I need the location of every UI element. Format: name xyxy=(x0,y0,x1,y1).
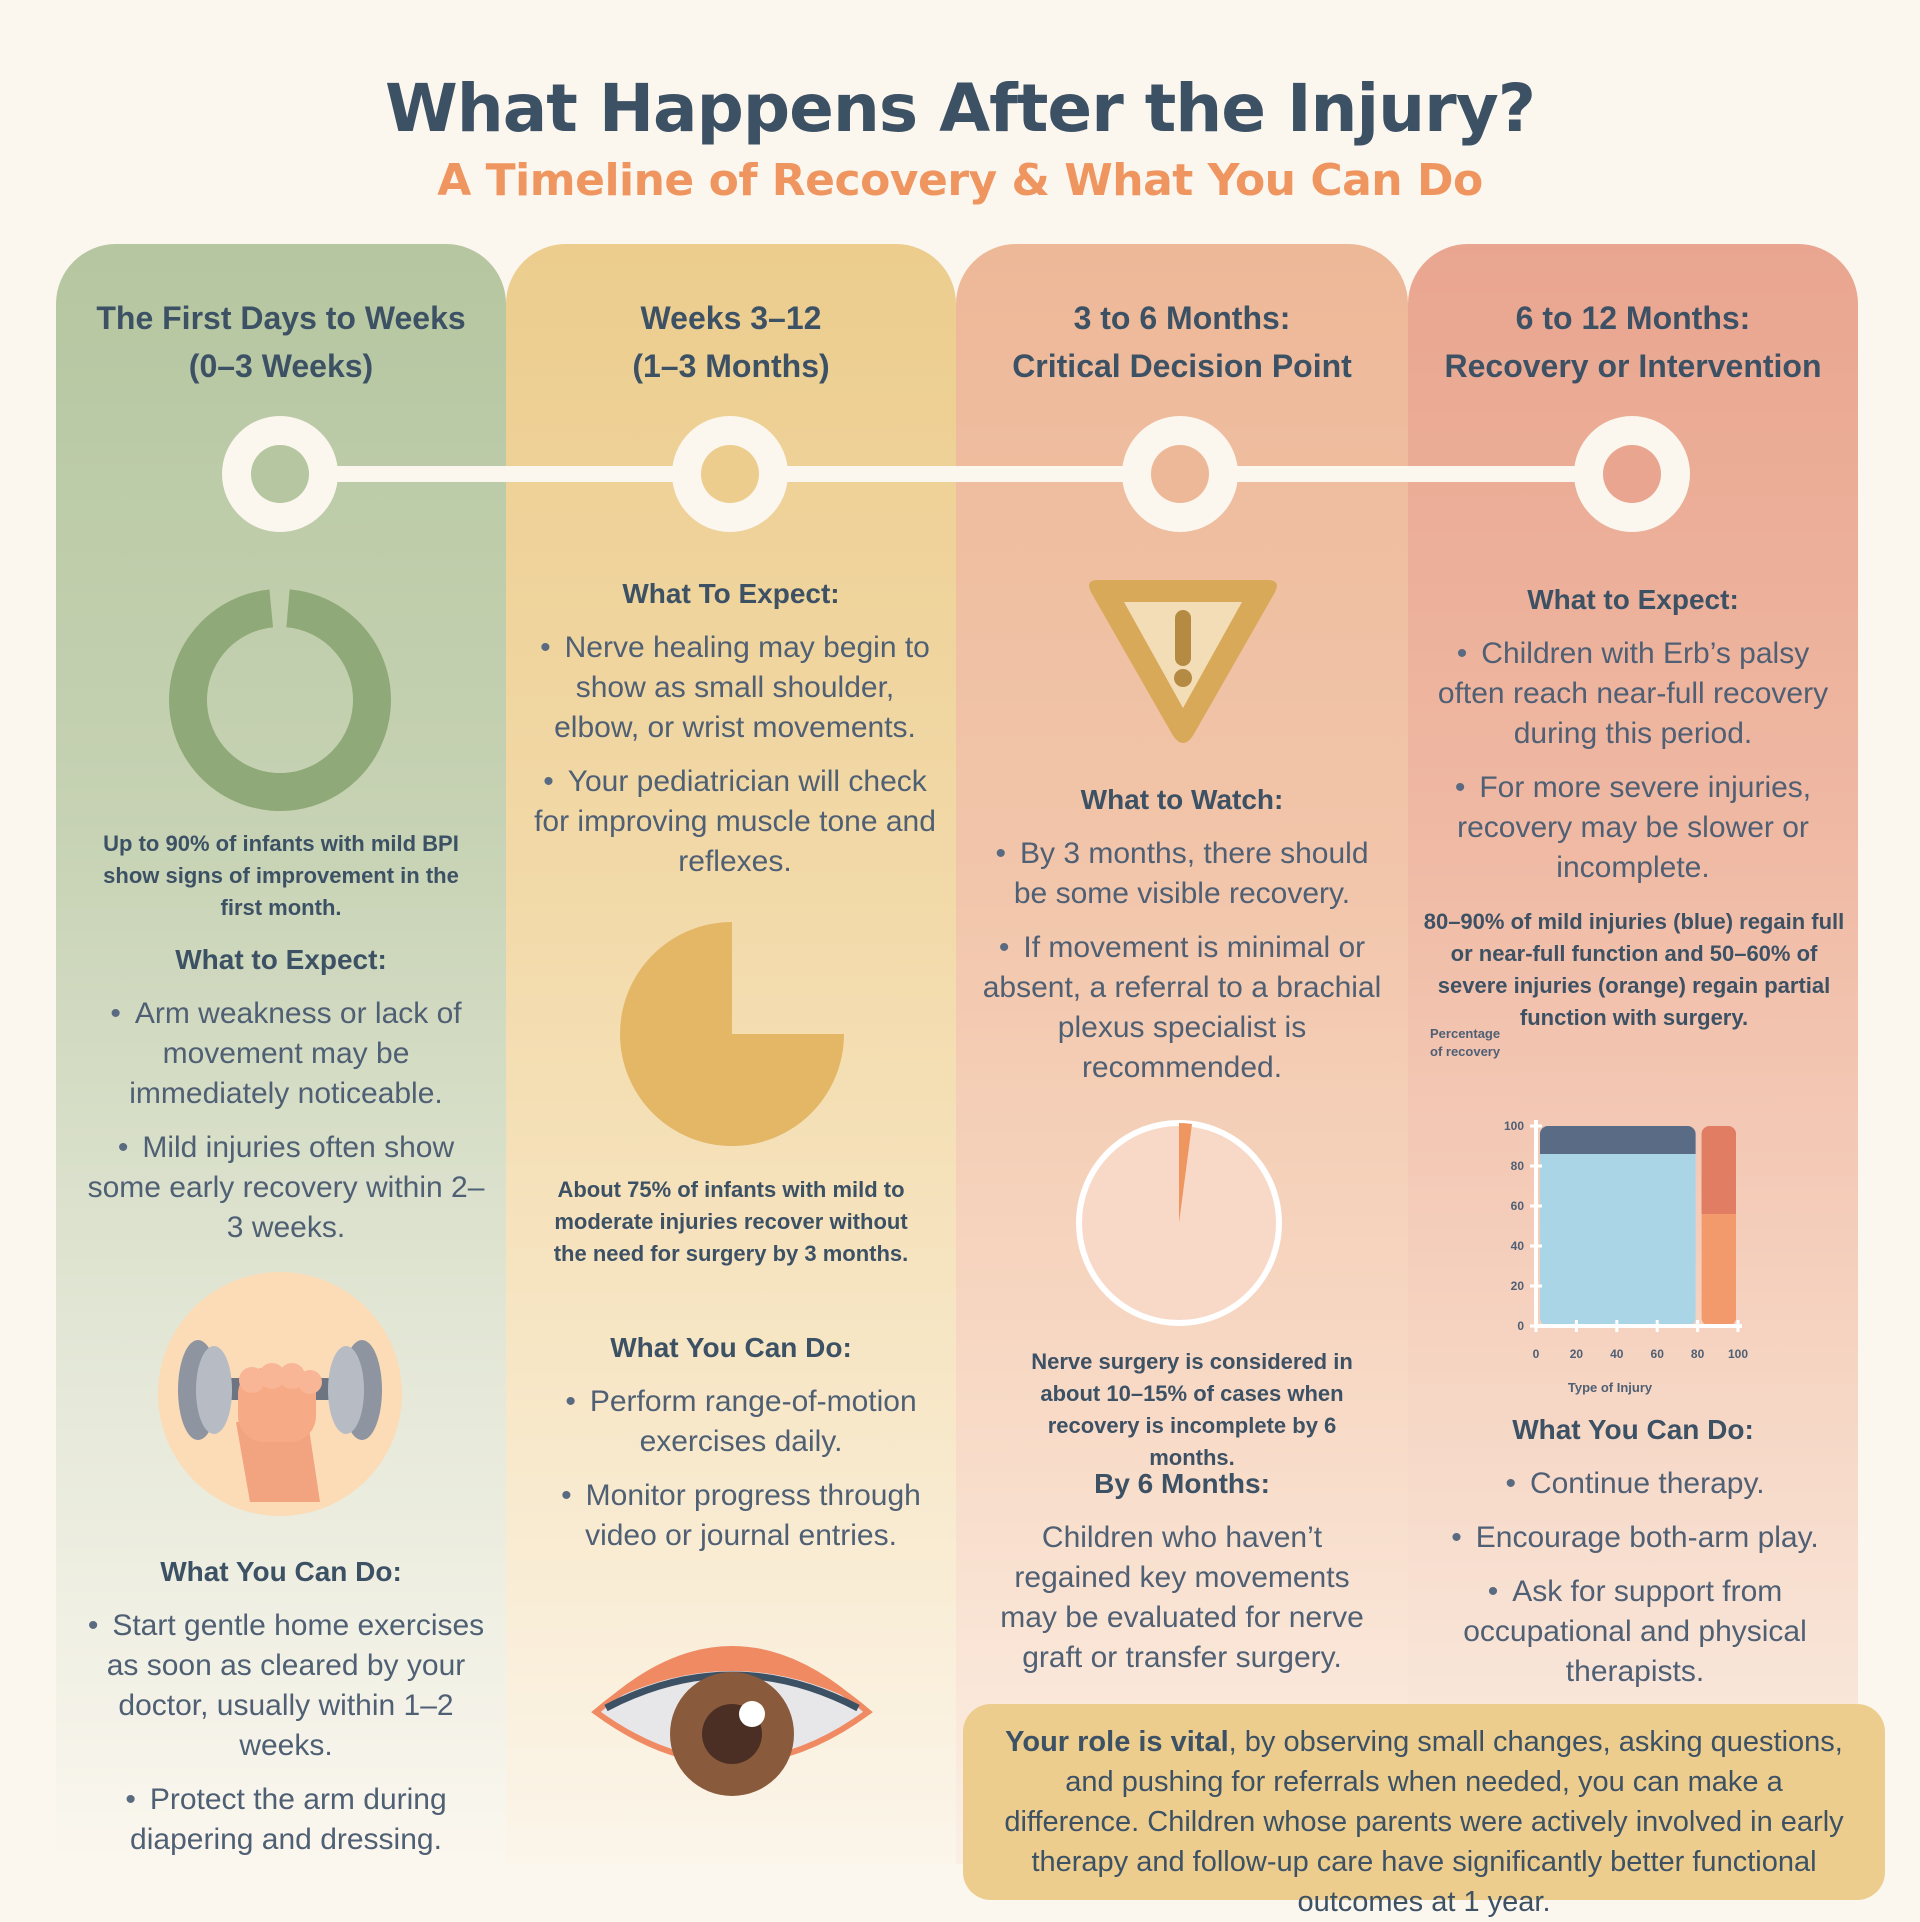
bar-1 xyxy=(1540,1126,1696,1326)
x-tick-label: 20 xyxy=(1570,1347,1584,1361)
y-tick-label: 0 xyxy=(1517,1319,1524,1333)
donut-chart-icon xyxy=(169,589,391,811)
y-tick-label: 20 xyxy=(1511,1279,1525,1293)
list-item: Nerve healing may begin to show as small… xyxy=(530,628,940,748)
expect-heading: What to Expect: xyxy=(1527,584,1739,615)
page-subtitle: A Timeline of Recovery & What You Can Do xyxy=(437,155,1483,206)
do-list: Continue therapy. Encourage both-arm pla… xyxy=(1440,1464,1830,1706)
page-title: What Happens After the Injury? xyxy=(384,70,1536,147)
timeline-node-1 xyxy=(222,416,338,532)
x-tick-label: 0 xyxy=(1533,1347,1540,1361)
list-item: Encourage both-arm play. xyxy=(1440,1518,1830,1558)
callout-text: , by observing small changes, asking que… xyxy=(1004,1726,1844,1918)
y-axis-label-line2: of recovery xyxy=(1430,1044,1501,1059)
timeline-node-3 xyxy=(1122,416,1238,532)
timeline-line xyxy=(282,466,1634,482)
warning-icon xyxy=(1089,580,1277,743)
x-axis-label: Type of Injury xyxy=(1568,1380,1653,1395)
stat-text: Nerve surgery is considered in about 10–… xyxy=(1031,1349,1353,1470)
x-tick-label: 100 xyxy=(1728,1347,1748,1361)
stat-text: Up to 90% of infants with mild BPI show … xyxy=(103,831,459,920)
timeline-node-2 xyxy=(672,416,788,532)
eye-icon xyxy=(591,1646,873,1796)
column-heading: 3 to 6 Months: Critical Decision Point xyxy=(1012,300,1352,384)
list-item: For more severe injuries, recovery may b… xyxy=(1420,768,1846,888)
column-heading: 6 to 12 Months: Recovery or Intervention xyxy=(1444,300,1822,384)
list-item: Monitor progress through video or journa… xyxy=(536,1476,946,1556)
do-heading: What You Can Do: xyxy=(610,1332,852,1363)
x-tick-label: 80 xyxy=(1691,1347,1705,1361)
callout-bold: Your role is vital xyxy=(1005,1726,1229,1758)
callout-box: Your role is vital, by observing small c… xyxy=(963,1704,1885,1918)
expect-heading: What to Expect: xyxy=(175,944,387,975)
bar-1-top-segment-base xyxy=(1540,1146,1696,1154)
do-list: Start gentle home exercises as soon as c… xyxy=(76,1606,496,1874)
column-heading: Weeks 3–12 (1–3 Months) xyxy=(632,300,830,384)
do-heading: What You Can Do: xyxy=(160,1556,402,1587)
x-tick-label: 40 xyxy=(1610,1347,1624,1361)
dumbbell-hand-icon xyxy=(158,1272,402,1516)
stat-text: About 75% of infants with mild to modera… xyxy=(553,1177,909,1266)
list-item: Start gentle home exercises as soon as c… xyxy=(76,1606,496,1766)
list-item: Protect the arm during diapering and dre… xyxy=(76,1780,496,1860)
watch-heading: What to Watch: xyxy=(1080,784,1284,815)
list-item: Children with Erb’s palsy often reach ne… xyxy=(1420,634,1846,754)
list-item: Arm weakness or lack of movement may be … xyxy=(86,994,486,1114)
by6-heading: By 6 Months: xyxy=(1094,1468,1270,1499)
expect-heading: What To Expect: xyxy=(622,578,840,609)
list-item: Mild injuries often show some early reco… xyxy=(86,1128,486,1248)
bar-2-top-segment-base xyxy=(1701,1206,1736,1214)
y-tick-label: 40 xyxy=(1511,1239,1525,1253)
column-heading: The First Days to Weeks (0–3 Weeks) xyxy=(96,300,466,384)
list-item: By 3 months, there should be some visibl… xyxy=(976,834,1388,914)
list-item: If movement is minimal or absent, a refe… xyxy=(976,928,1388,1088)
list-item: Continue therapy. xyxy=(1440,1464,1830,1504)
pie-chart-icon xyxy=(620,922,844,1146)
watch-list: By 3 months, there should be some visibl… xyxy=(976,834,1388,1102)
list-item: Your pediatrician will check for improvi… xyxy=(530,762,940,882)
list-item: Ask for support from occupational and ph… xyxy=(1440,1572,1830,1692)
y-axis-label-line1: Percentage xyxy=(1430,1026,1500,1041)
expect-list: Arm weakness or lack of movement may be … xyxy=(86,994,486,1262)
stat-text: 80–90% of mild injuries (blue) regain fu… xyxy=(1423,909,1845,1030)
timeline-node-4 xyxy=(1574,416,1690,532)
y-tick-label: 100 xyxy=(1504,1119,1524,1133)
percent-circle-icon xyxy=(1076,1120,1282,1326)
y-tick-label: 60 xyxy=(1511,1199,1525,1213)
x-tick-label: 60 xyxy=(1651,1347,1665,1361)
expect-list: Children with Erb’s palsy often reach ne… xyxy=(1420,634,1846,902)
list-item: Perform range-of-motion exercises daily. xyxy=(536,1382,946,1462)
expect-list: Nerve healing may begin to show as small… xyxy=(530,628,940,896)
do-list: Perform range-of-motion exercises daily.… xyxy=(536,1382,946,1570)
y-tick-label: 80 xyxy=(1511,1159,1525,1173)
recovery-chart: Percentage of recovery Type of Injury 0 2… xyxy=(1430,1026,1748,1395)
by6-text: Children who haven’t regained key moveme… xyxy=(1000,1521,1364,1674)
bar-2-top-segment xyxy=(1701,1126,1736,1214)
do-heading: What You Can Do: xyxy=(1512,1414,1754,1445)
